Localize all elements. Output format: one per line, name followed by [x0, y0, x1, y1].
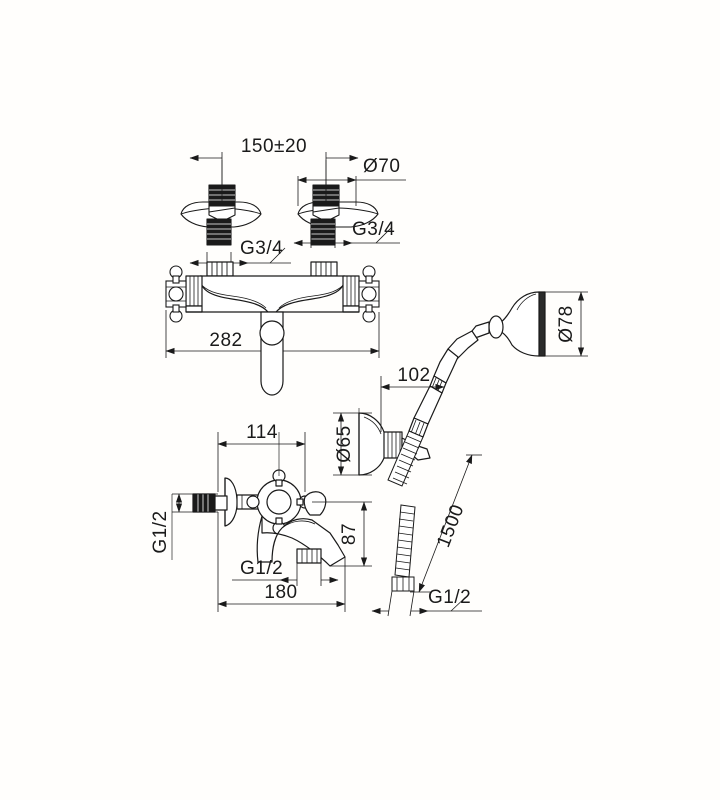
dimension-wall-bracket-diameter: [333, 412, 372, 476]
cross-handle-right: [358, 265, 380, 323]
eccentric-wall-connector-left: [180, 184, 262, 246]
thermostatic-mixer-body: [185, 261, 360, 330]
dim-label-wall-flange-diameter: Ø70: [363, 156, 400, 177]
dimension-inlet-thread-right: [293, 226, 400, 248]
cross-handle-left: [165, 265, 187, 323]
dimension-hose-thread: [371, 590, 482, 617]
hand-shower-head: [408, 291, 546, 438]
dimension-handset-projection: [380, 376, 445, 432]
dim-label-inlet-thread-left: G3/4: [240, 238, 283, 259]
construction-lines: [171, 160, 360, 560]
flexible-shower-hose-upper: [387, 430, 424, 487]
dim-label-spout-height: 87: [339, 523, 360, 545]
dimension-spout-length: [217, 512, 346, 612]
dim-label-wall-bracket-diameter: Ø65: [334, 425, 355, 462]
dimension-spout-height: [312, 501, 372, 567]
dim-label-spout-outlet-thread: G1/2: [240, 558, 283, 579]
dim-label-wall-inlet-spacing: 150±20: [241, 136, 307, 157]
dimension-hose-length: [410, 454, 482, 593]
dim-label-spout-length: 180: [264, 582, 297, 603]
dim-label-handset-projection: 102: [397, 365, 430, 386]
diverter-knob: [259, 311, 285, 396]
dimension-wall-flange-diameter: [297, 176, 406, 206]
dimension-spout-outlet-thread: [232, 563, 339, 586]
dim-label-spout-handle-offset: 114: [246, 422, 278, 443]
dimension-mixer-body-width: [165, 310, 380, 358]
dimension-spout-handle-offset: [217, 432, 306, 492]
bath-filler-spout: [192, 469, 346, 567]
eccentric-wall-connector-right: [297, 184, 379, 246]
dim-label-mixer-body-width: 282: [209, 330, 242, 351]
flexible-shower-hose-lower: [391, 504, 416, 592]
dim-label-hose-thread: G1/2: [428, 587, 471, 608]
dimension-spout-inlet-thread: [172, 493, 218, 513]
dim-label-shower-head-diameter: Ø78: [556, 305, 577, 342]
dim-label-inlet-thread-right: G3/4: [352, 219, 395, 240]
dim-label-spout-inlet-thread: G1/2: [150, 510, 171, 553]
dimension-shower-head-diameter: [545, 291, 588, 357]
